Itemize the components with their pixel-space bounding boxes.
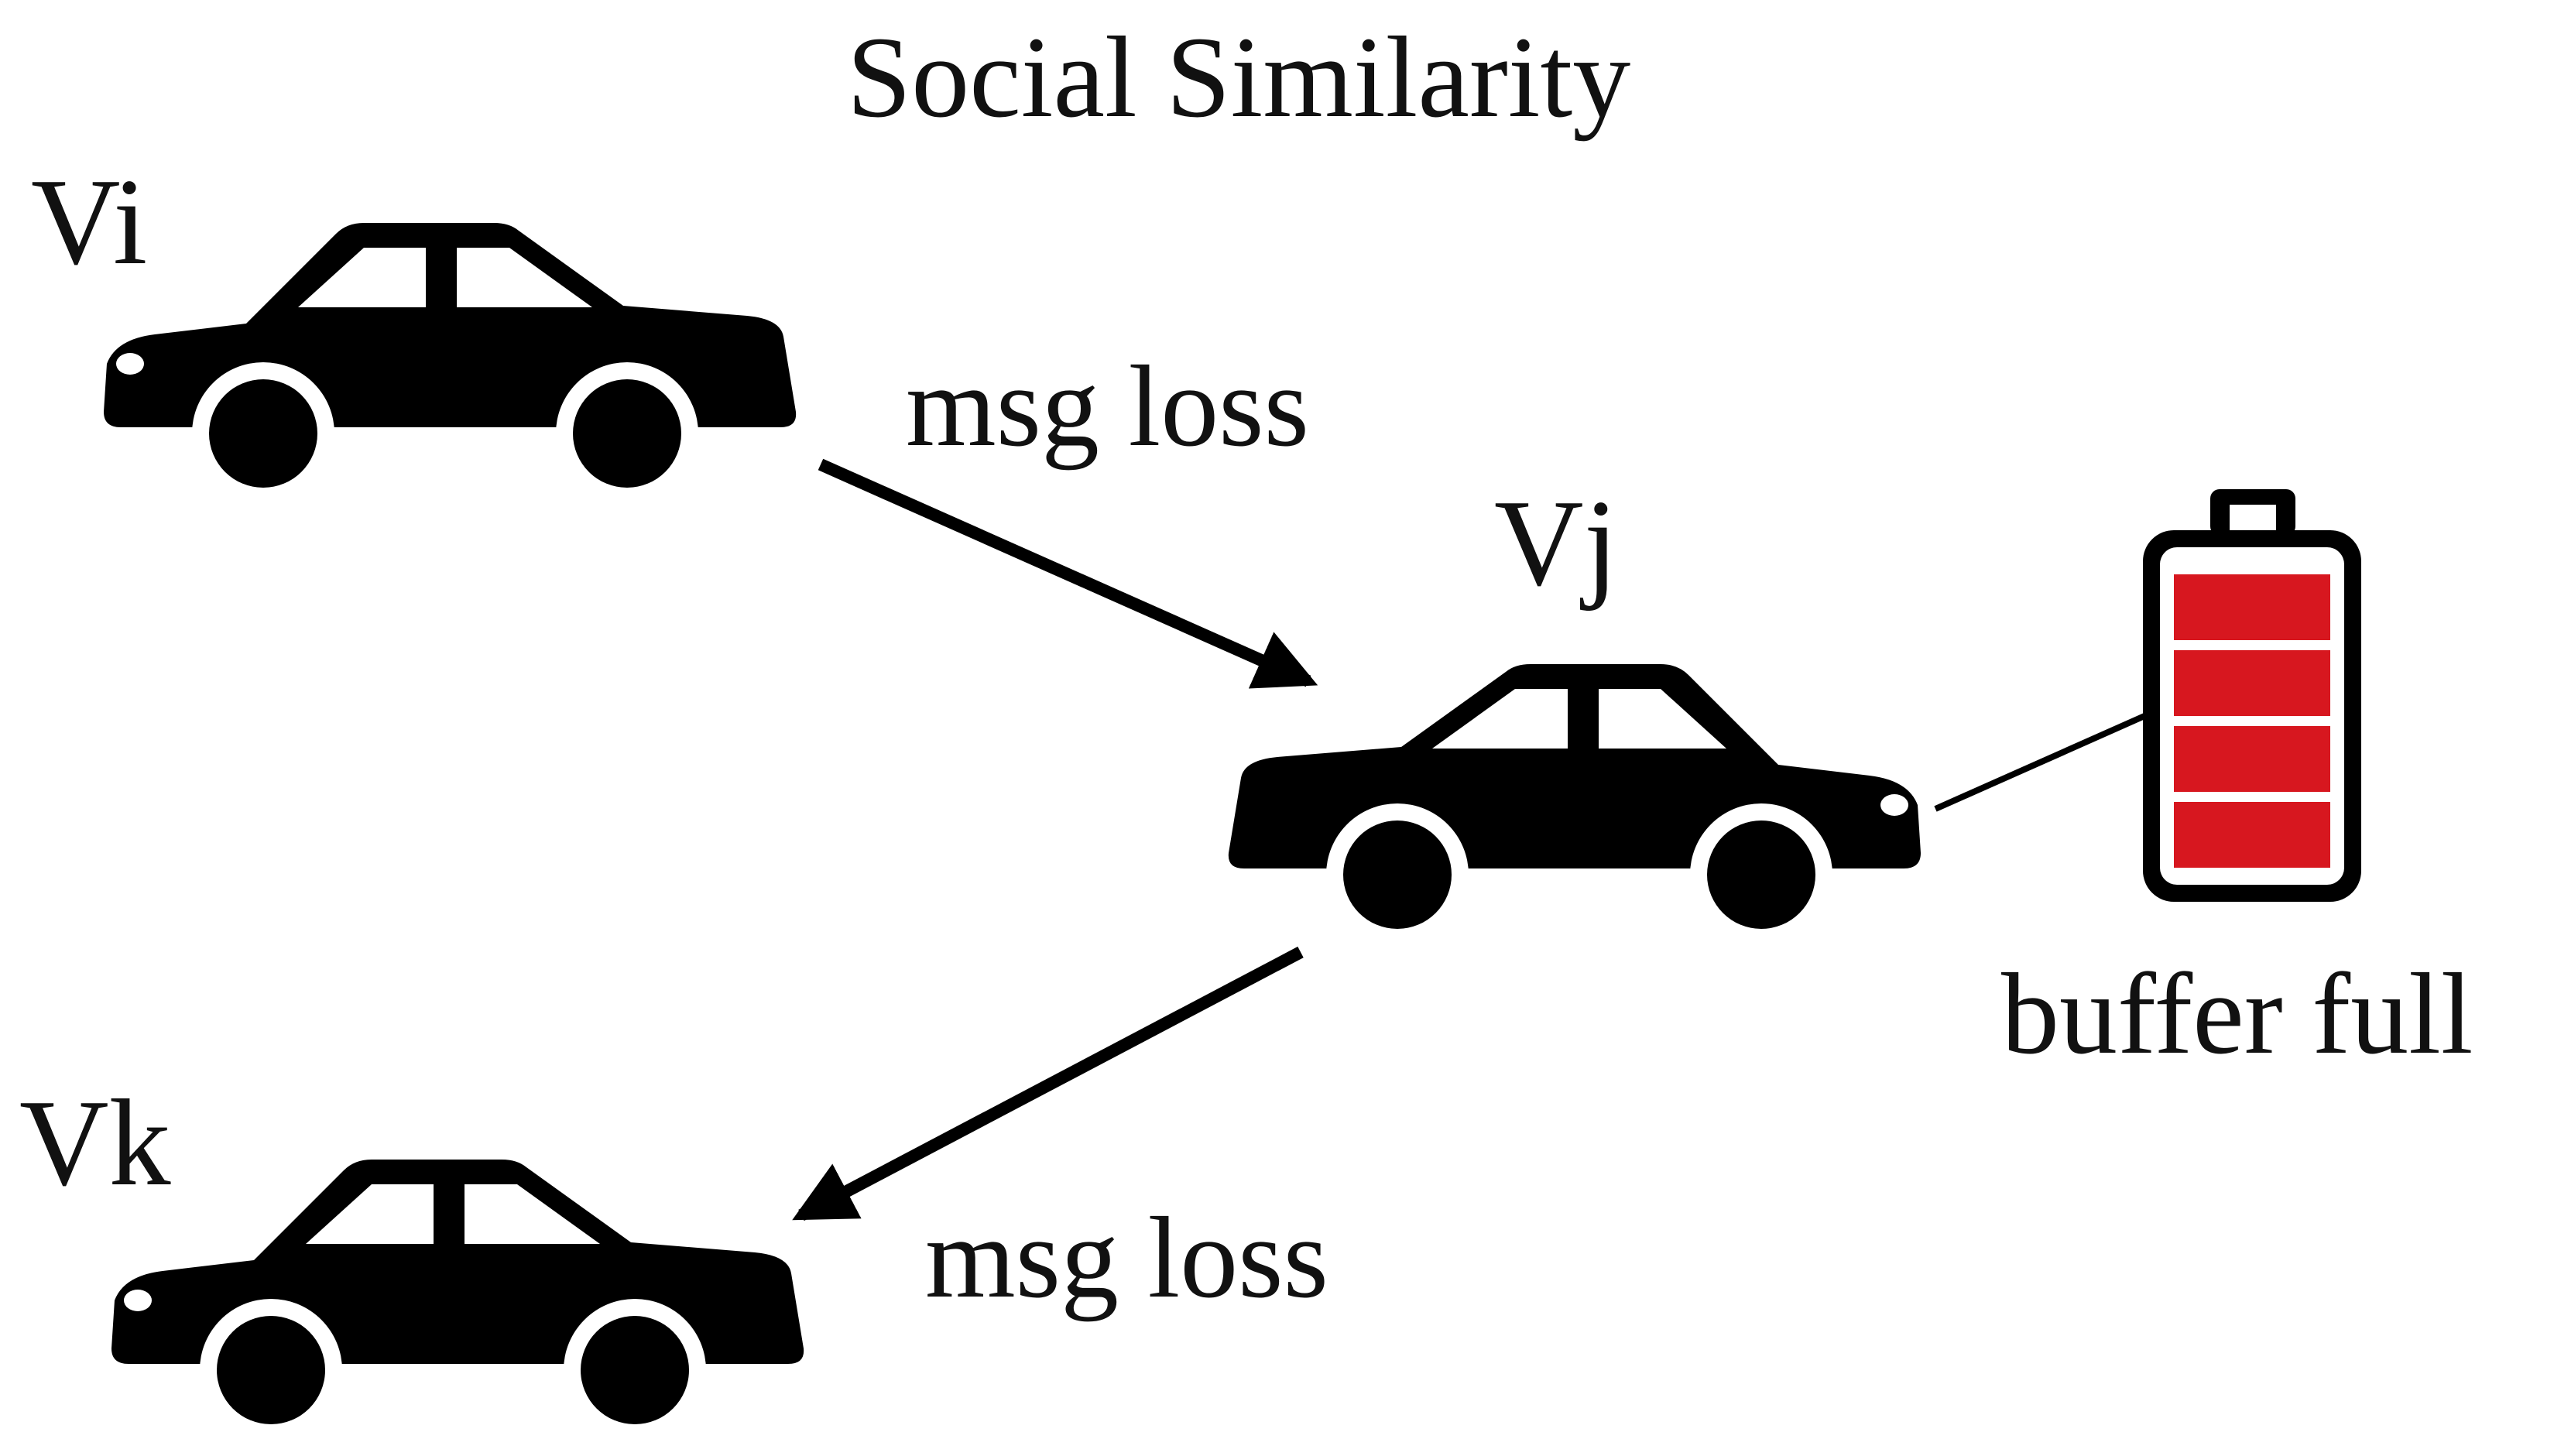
car-icon [111, 1160, 804, 1440]
battery-icon [2143, 489, 2361, 902]
edge-label-vi-vj: msg loss [906, 342, 1309, 471]
vehicle-label-vk: Vk [19, 1074, 171, 1211]
car-icon [104, 223, 797, 503]
arrow-vi-to-vj [818, 458, 1318, 689]
vehicle-label-vj: Vj [1494, 474, 1618, 612]
buffer-connector-line [1934, 713, 2146, 812]
arrow-vj-to-vk [792, 946, 1304, 1221]
buffer-full-label: buffer full [2001, 950, 2473, 1078]
vehicle-label-vi: Vi [31, 152, 147, 290]
diagram-title: Social Similarity [847, 13, 1630, 142]
edge-label-vj-vk: msg loss [925, 1194, 1328, 1322]
car-icon [1228, 664, 1921, 944]
buffer-fill-cells [2174, 574, 2330, 868]
